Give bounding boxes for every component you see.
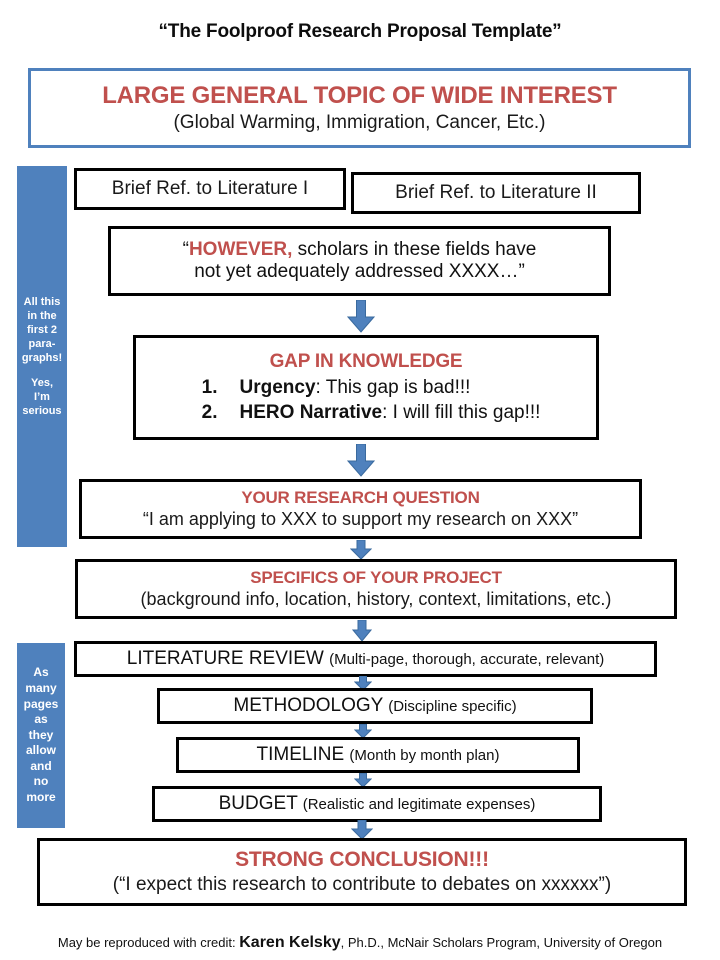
section-name: METHODOLOGY [233, 694, 389, 716]
sidebar-line: in the [27, 309, 57, 322]
conclusion-box: STRONG CONCLUSION!!! (“I expect this res… [37, 838, 687, 906]
down-arrow-icon [354, 676, 372, 691]
section-name: BUDGET [218, 792, 303, 814]
gap-item-number: 2. [201, 402, 218, 424]
sidebar-line: more [26, 790, 56, 805]
specifics-box: SPECIFICS OF YOUR PROJECT (background in… [75, 559, 677, 619]
research-question-subtext: “I am applying to XXX to support my rese… [142, 509, 579, 530]
sidebar-line: many [25, 680, 57, 695]
literature-review-label: LITERATURE REVIEW (Multi-page, thorough,… [127, 648, 605, 670]
sidebar-line: All this [23, 295, 61, 308]
sidebar-note-page-count: As many pages as they allow and no more [17, 643, 65, 828]
research-question-heading: YOUR RESEARCH QUESTION [241, 487, 480, 507]
gap-item-number: 1. [201, 376, 218, 398]
sidebar-line: pages [23, 696, 59, 711]
timeline-label: TIMELINE (Month by month plan) [257, 744, 500, 766]
section-detail: (Discipline specific) [388, 697, 517, 715]
gap-item-text: Urgency: This gap is bad!!! [240, 377, 541, 399]
sidebar-line: and [30, 758, 52, 773]
gap-item-strong: Urgency [239, 376, 316, 398]
credit-author-name: Karen Kelsky [239, 934, 341, 951]
topic-subtext: (Global Warming, Immigration, Cancer, Et… [173, 112, 546, 134]
gap-item-strong: HERO Narrative [239, 402, 383, 424]
sidebar-line: para- [28, 337, 56, 350]
methodology-box: METHODOLOGY (Discipline specific) [157, 688, 593, 724]
timeline-box: TIMELINE (Month by month plan) [176, 737, 580, 773]
down-arrow-icon [347, 444, 375, 477]
sidebar-line: serious [22, 405, 62, 418]
brief-ref-literature-2-label: Brief Ref. to Literature II [395, 181, 597, 203]
section-detail: (Month by month plan) [349, 746, 500, 764]
down-arrow-icon [350, 540, 372, 560]
sidebar-line: I’m [34, 391, 50, 404]
down-arrow-icon [351, 820, 373, 840]
gap-in-knowledge-box: GAP IN KNOWLEDGE 1. Urgency: This gap is… [133, 335, 599, 440]
sidebar-line: graphs! [21, 352, 63, 364]
down-arrow-icon [354, 724, 372, 739]
gap-item-rest: : This gap is bad!!! [315, 376, 471, 398]
conclusion-heading: STRONG CONCLUSION!!! [235, 847, 489, 871]
topic-heading: LARGE GENERAL TOPIC OF WIDE INTEREST [102, 81, 617, 109]
sidebar-line: Yes, [30, 377, 54, 390]
gap-heading: GAP IN KNOWLEDGE [269, 350, 463, 372]
sidebar-line: they [28, 727, 54, 742]
brief-ref-literature-2-box: Brief Ref. to Literature II [351, 172, 641, 214]
specifics-heading: SPECIFICS OF YOUR PROJECT [250, 567, 502, 587]
down-arrow-icon [347, 300, 375, 333]
section-detail: (Multi-page, thorough, accurate, relevan… [329, 650, 605, 668]
topic-box: LARGE GENERAL TOPIC OF WIDE INTEREST (Gl… [28, 68, 691, 148]
credit-suffix: , Ph.D., McNair Scholars Program, Univer… [340, 935, 663, 950]
methodology-label: METHODOLOGY (Discipline specific) [233, 695, 516, 717]
sidebar-note-first-paragraphs: All this in the first 2 para- graphs! Ye… [17, 166, 67, 547]
literature-review-box: LITERATURE REVIEW (Multi-page, thorough,… [74, 641, 657, 677]
gap-item-text: HERO Narrative: I will fill this gap!!! [240, 402, 541, 424]
conclusion-subtext: (“I expect this research to contribute t… [112, 874, 612, 896]
credit-footer: May be reproduced with credit: Karen Kel… [0, 934, 720, 952]
down-arrow-icon [352, 620, 372, 642]
open-quote: “ [182, 238, 189, 260]
sidebar-line: no [33, 774, 49, 789]
however-emphasis: HOWEVER, [188, 238, 293, 260]
section-detail: (Realistic and legitimate expenses) [302, 795, 536, 813]
down-arrow-icon [354, 773, 372, 788]
gap-items: 1. Urgency: This gap is bad!!! 2. HERO N… [192, 377, 541, 424]
budget-box: BUDGET (Realistic and legitimate expense… [152, 786, 602, 822]
sidebar-line: allow [25, 743, 56, 758]
section-name: TIMELINE [256, 743, 350, 765]
credit-prefix: May be reproduced with credit: [57, 935, 240, 950]
budget-label: BUDGET (Realistic and legitimate expense… [219, 793, 536, 815]
sidebar-line: first 2 [27, 323, 57, 336]
however-line-1-rest: scholars in these fields have [292, 238, 537, 260]
research-question-box: YOUR RESEARCH QUESTION “I am applying to… [79, 479, 642, 539]
brief-ref-literature-1-box: Brief Ref. to Literature I [74, 168, 346, 210]
gap-item-rest: : I will fill this gap!!! [382, 402, 541, 424]
however-box: “HOWEVER, scholars in these fields have … [108, 226, 611, 296]
page-title: “The Foolproof Research Proposal Templat… [158, 21, 562, 42]
section-name: LITERATURE REVIEW [126, 647, 330, 669]
sidebar-line: As [33, 665, 49, 680]
sidebar-line: as [34, 712, 48, 727]
specifics-subtext: (background info, location, history, con… [140, 589, 612, 610]
however-line-1: “HOWEVER, scholars in these fields have [183, 239, 537, 261]
however-line-2: not yet adequately addressed XXXX…” [194, 261, 525, 282]
brief-ref-literature-1-label: Brief Ref. to Literature I [111, 177, 309, 199]
